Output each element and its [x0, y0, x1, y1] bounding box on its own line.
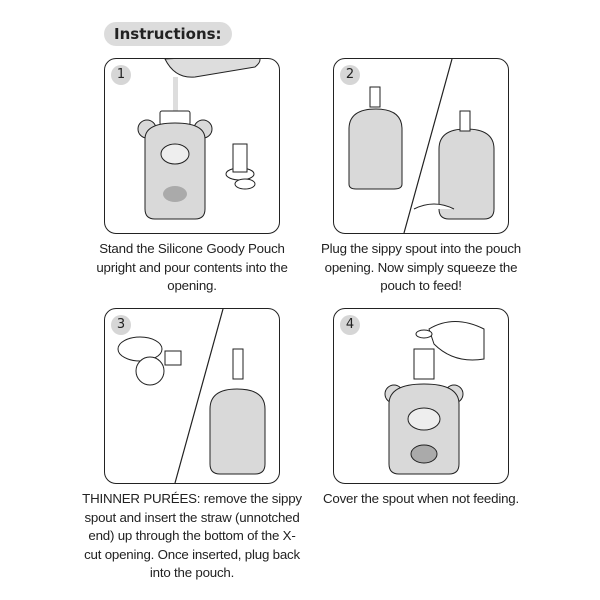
- step-number: 3: [111, 315, 131, 335]
- bear-pouch-icon: [137, 110, 213, 220]
- insert-straw-illustration: [117, 309, 266, 483]
- plug-spout-illustration: [348, 59, 495, 233]
- step-number: 1: [111, 65, 131, 85]
- step-3-panel: 3: [104, 308, 280, 484]
- step-4-panel: 4: [333, 308, 509, 484]
- pour-illustration: [137, 59, 261, 220]
- step-number: 2: [340, 65, 360, 85]
- step-1-panel: 1: [104, 58, 280, 234]
- cover-spout-illustration: [384, 321, 485, 475]
- step-number: 4: [340, 315, 360, 335]
- step-1-caption: Stand the Silicone Goody Pouch upright a…: [96, 241, 288, 293]
- instructions-heading: Instructions:: [104, 22, 232, 46]
- step-4-caption: Cover the spout when not feeding.: [323, 491, 519, 506]
- step-2-caption: Plug the sippy spout into the pouch open…: [321, 241, 521, 293]
- step-2-panel: 2: [333, 58, 509, 234]
- step-3-caption: THINNER PURÉES: remove the sippy spout a…: [82, 491, 302, 580]
